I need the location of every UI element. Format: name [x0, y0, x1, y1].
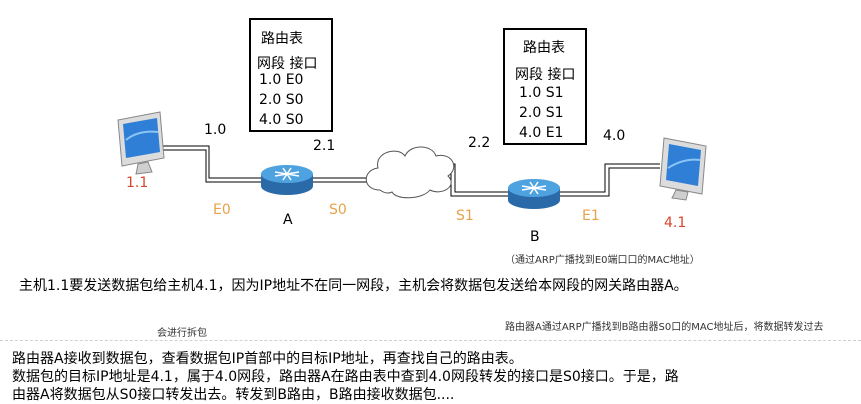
- link-pc-left-router-a: [150, 145, 262, 183]
- routing-table-b-title: 路由表: [523, 40, 565, 56]
- link-cloud-router-b: [445, 163, 508, 197]
- main-statement: 主机1.1要发送数据包给主机4.1，因为IP地址不在同一网段，主机会将数据包发送…: [19, 278, 688, 294]
- interface-label-s1: S1: [456, 208, 474, 224]
- interface-label-s0: S0: [329, 202, 347, 218]
- routing-table-a-title: 路由表: [261, 31, 303, 47]
- network-label-4-0: 4.0: [603, 128, 626, 144]
- router-b-icon: [508, 179, 560, 209]
- routing-table-b-row: 1.0 S1: [519, 85, 564, 101]
- split-note: 会进行拆包: [157, 328, 207, 339]
- router-a-icon: [261, 165, 313, 195]
- link-router-a-cloud: [312, 177, 370, 183]
- computer-right-icon: [659, 137, 707, 201]
- routing-table-a-header: 网段 接口: [257, 56, 318, 72]
- paragraph-line-2: 数据包的目标IP地址是4.1，属于4.0网段，路由器A在路由表中查到4.0网段转…: [12, 369, 679, 385]
- host-label-right: 4.1: [664, 215, 687, 231]
- interface-label-e0: E0: [213, 202, 231, 218]
- router-label-b: B: [530, 229, 540, 245]
- routing-table-b-header: 网段 接口: [515, 67, 576, 83]
- network-label-2-1: 2.1: [313, 138, 336, 154]
- routing-table-b-row: 4.0 E1: [519, 125, 564, 141]
- paragraph-line-1: 路由器A接收到数据包，查看数据包IP首部中的目标IP地址，再查找自己的路由表。: [12, 351, 523, 367]
- router-b-arp-note: （通过ARP广播找到E0端口口的MAC地址）: [505, 255, 700, 266]
- router-label-a: A: [283, 212, 293, 228]
- network-label-2-2: 2.2: [468, 135, 491, 151]
- interface-label-e1: E1: [582, 208, 600, 224]
- host-label-left: 1.1: [126, 175, 149, 191]
- routing-table-b: 路由表 网段 接口 1.0 S1 2.0 S1 4.0 E1: [503, 28, 587, 145]
- routing-table-a-row: 2.0 S0: [259, 92, 304, 108]
- computer-left-icon: [117, 111, 165, 175]
- routing-table-a-row: 4.0 S0: [259, 112, 304, 128]
- network-label-1-0: 1.0: [204, 122, 227, 138]
- link-router-b-pc-right: [560, 163, 660, 197]
- arp-forward-note: 路由器A通过ARP广播找到B路由器S0口的MAC地址后，将数据转发过去: [505, 322, 824, 333]
- cloud-icon: [365, 146, 455, 199]
- routing-table-b-row: 2.0 S1: [519, 105, 564, 121]
- paragraph-line-3: 由器A将数据包从S0接口转发出去。转发到B路由，B路由接收数据包....: [12, 387, 455, 403]
- section-divider: [0, 340, 861, 341]
- routing-table-a-row: 1.0 E0: [259, 72, 304, 88]
- routing-table-a: 路由表 网段 接口 1.0 E0 2.0 S0 4.0 S0: [249, 18, 333, 132]
